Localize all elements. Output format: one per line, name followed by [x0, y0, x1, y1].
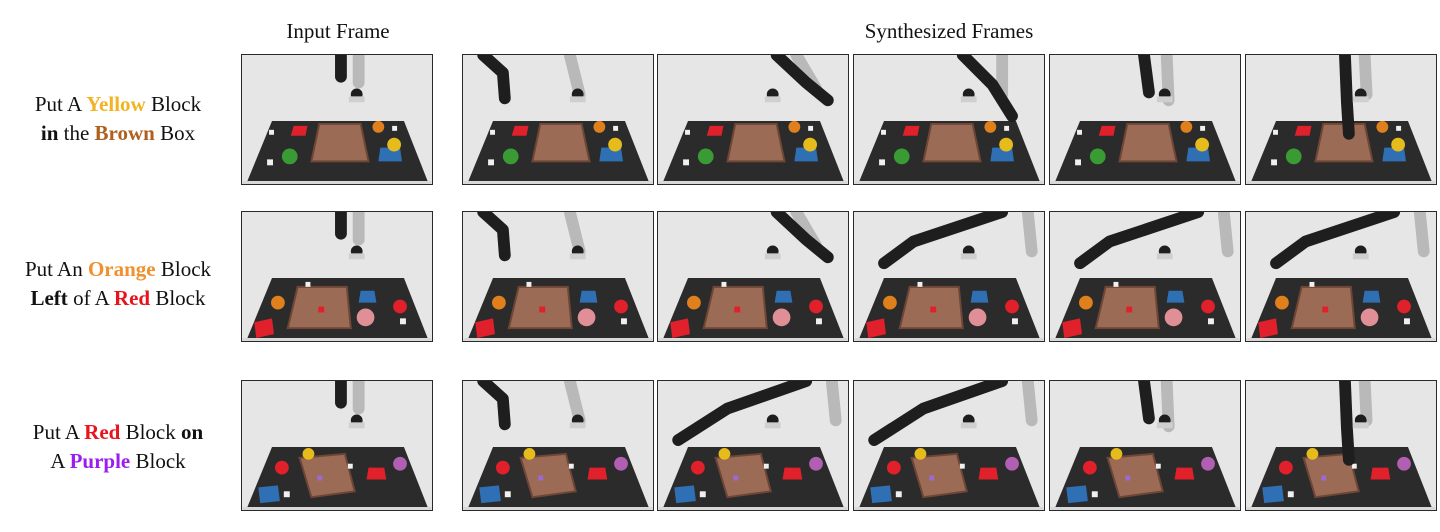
prompt-text: A	[50, 449, 70, 473]
synthesized-frame-row-2-3	[853, 211, 1045, 342]
prompt-keyword: Red	[84, 420, 121, 444]
synthesized-frame-row-1-2	[657, 54, 849, 185]
input-frame-row-3	[241, 380, 433, 511]
prompt-text: Block	[130, 449, 186, 473]
synthesized-frame-row-3-5	[1245, 380, 1437, 511]
robot-scene-image	[242, 55, 432, 184]
robot-scene-image	[658, 381, 848, 510]
robot-scene-image	[1246, 212, 1436, 341]
synthesized-frame-row-2-2	[657, 211, 849, 342]
robot-scene-image	[854, 212, 1044, 341]
synthesized-frame-row-1-5	[1245, 54, 1437, 185]
prompt-line2: A Purple Block	[0, 447, 236, 476]
robot-scene-image	[658, 212, 848, 341]
robot-scene-image	[1050, 212, 1240, 341]
synthesized-frame-row-2-1	[462, 211, 654, 342]
robot-scene-image	[854, 381, 1044, 510]
prompt-keyword: Orange	[87, 257, 156, 281]
robot-scene-image	[463, 212, 653, 341]
prompt-keyword: Yellow	[86, 92, 146, 116]
synthesized-frame-row-3-1	[462, 380, 654, 511]
prompt-line2: Left of A Red Block	[0, 284, 236, 313]
input-frame-row-1	[241, 54, 433, 185]
robot-scene-image	[1246, 55, 1436, 184]
prompt-keyword: Red	[113, 286, 151, 310]
input-frame-row-2	[241, 211, 433, 342]
prompt-keyword: on	[181, 420, 204, 444]
robot-scene-image	[1050, 55, 1240, 184]
prompt-text: the	[58, 121, 95, 145]
synthesized-frame-row-3-3	[853, 380, 1045, 511]
prompt-text: Block	[155, 257, 212, 281]
prompt-keyword: Left	[30, 286, 68, 310]
robot-scene-image	[1246, 381, 1436, 510]
synthesized-frame-row-1-4	[1049, 54, 1241, 185]
synthesized-frame-row-2-4	[1049, 211, 1241, 342]
prompt-text: of A	[67, 286, 114, 310]
input-frame-header: Input Frame	[286, 19, 390, 43]
robot-scene-image	[242, 212, 432, 341]
prompt-keyword: Purple	[69, 449, 131, 473]
robot-scene-image	[463, 381, 653, 510]
synthesized-frame-row-1-1	[462, 54, 654, 185]
robot-scene-image	[658, 55, 848, 184]
prompt-line1: Put A Red Block on	[0, 418, 236, 447]
synthesized-frame-row-3-4	[1049, 380, 1241, 511]
prompt-text: Block	[150, 286, 206, 310]
prompt-text: Put An	[24, 257, 88, 281]
robot-scene-image	[1050, 381, 1240, 510]
synthesized-frame-row-2-5	[1245, 211, 1437, 342]
prompt-line1: Put A Yellow Block	[0, 90, 236, 119]
robot-scene-image	[463, 55, 653, 184]
prompt-text: Put A	[34, 92, 87, 116]
robot-scene-image	[242, 381, 432, 510]
prompt-line2: in the Brown Box	[0, 119, 236, 148]
prompt-keyword: Brown	[94, 121, 155, 145]
prompt-text: Block	[120, 420, 182, 444]
synthesized-frame-row-3-2	[657, 380, 849, 511]
prompt-text: Box	[154, 121, 196, 145]
synthesized-frames-header: Synthesized Frames	[864, 19, 1034, 43]
robot-scene-image	[854, 55, 1044, 184]
prompt-text: Put A	[32, 420, 85, 444]
prompt-text: Block	[145, 92, 202, 116]
synthesized-frame-row-1-3	[853, 54, 1045, 185]
prompt-keyword: in	[40, 121, 59, 145]
prompt-line1: Put An Orange Block	[0, 255, 236, 284]
